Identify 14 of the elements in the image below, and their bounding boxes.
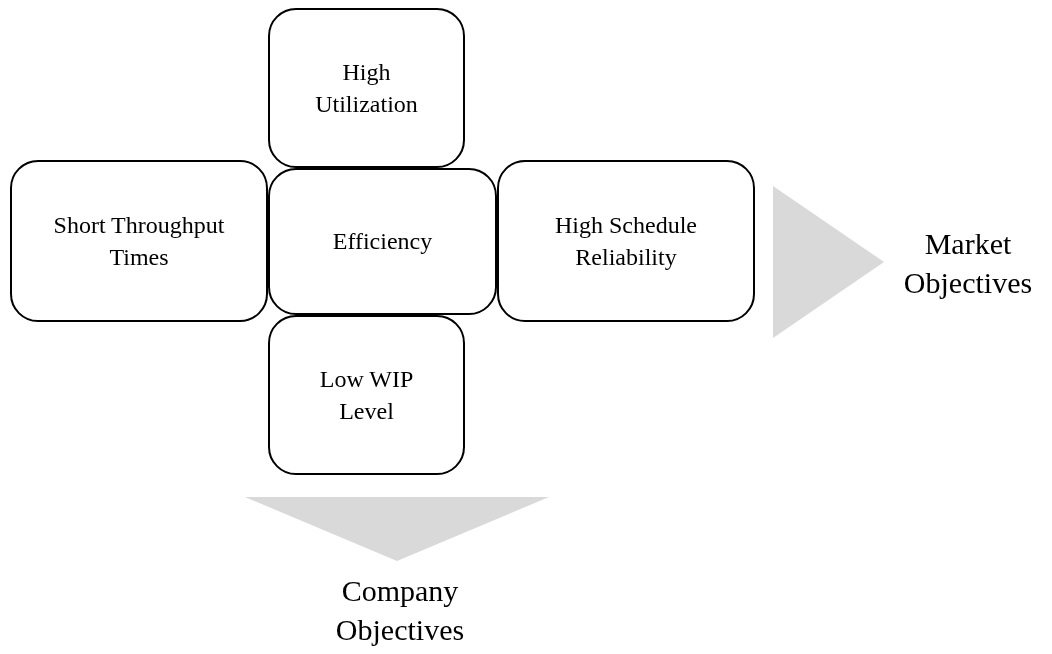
- rounded-box: [268, 8, 465, 168]
- box-label: Short Throughput Times: [52, 210, 226, 272]
- chevron-arrow: [773, 186, 884, 338]
- rounded-box: [10, 160, 268, 322]
- objective-text: Market Objectives: [888, 218, 1048, 308]
- box-label: Efficiency: [332, 227, 433, 257]
- rounded-box: [497, 160, 755, 322]
- box-label: High Utilization: [314, 57, 419, 119]
- box-label: High Schedule Reliability: [554, 210, 698, 272]
- rounded-box: [268, 168, 497, 315]
- box-label: Low WIP Level: [318, 364, 415, 426]
- rounded-box: [268, 315, 465, 475]
- chevron-arrow: [245, 497, 549, 561]
- objective-text: Company Objectives: [310, 570, 490, 650]
